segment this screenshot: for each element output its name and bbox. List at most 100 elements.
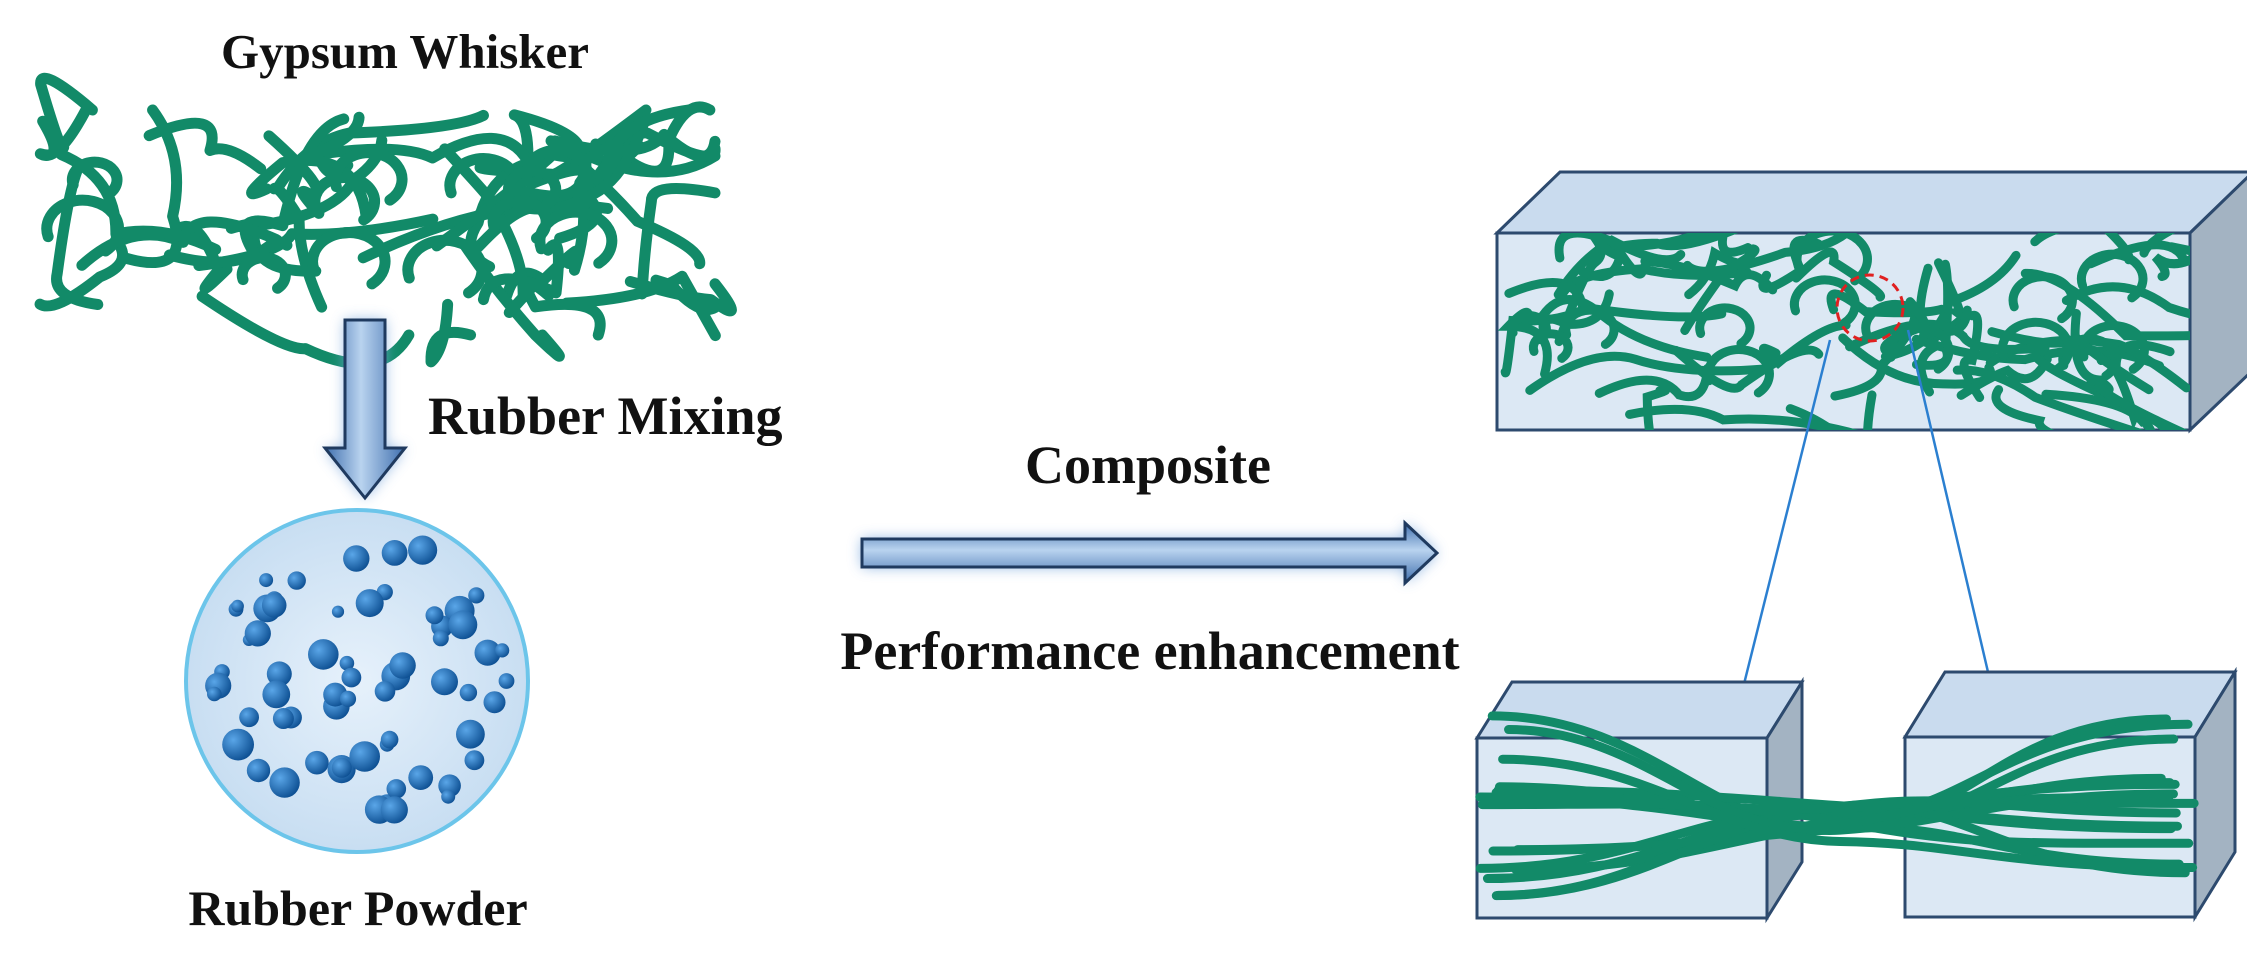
whisker-fiber [482,192,537,319]
block-loop [1792,233,1872,286]
rubber-particle [474,639,501,666]
whisker-loop [402,234,488,299]
right-arrow-icon [860,519,1440,587]
rubber-particle [464,750,485,771]
whisker-loop [307,227,391,290]
rubber-particle [459,683,478,702]
rubber-particle [266,661,292,687]
block-fiber [1682,233,1854,276]
block-loop [1703,345,1774,398]
rubber-mixing-label: Rubber Mixing [428,386,783,446]
block-loop [2076,249,2148,303]
rubber-particle [349,741,381,772]
bridge-fiber [1482,719,2193,884]
block-fiber [1635,233,1753,257]
whisker-fiber [583,104,695,180]
rubber-particle [269,767,300,798]
block-fiber [1863,390,1877,430]
whisker-loop [444,153,523,212]
rubber-particle [389,652,416,679]
rubber-particle [239,707,259,728]
block-fibers [1497,233,2190,430]
rubber-particle [246,758,271,783]
block-fiber [1594,363,1712,402]
whisker-loop [66,156,123,200]
gypsum-whisker-label: Gypsum Whisker [221,24,589,79]
block-fiber [1554,233,1648,279]
rubber-particle [262,680,291,709]
rubber-particle [386,779,407,799]
highlight-circle [1835,273,1905,343]
block-fiber [1826,289,1946,318]
block-fiber [2086,240,2190,269]
whisker-fiber [118,104,183,269]
bridge-fiber [1504,725,2175,834]
whisker-fiber [143,117,267,175]
rubber-particle [448,610,478,640]
rubber-particle [431,668,458,696]
rubber-particle [495,643,510,658]
rubber-particle [381,540,408,566]
whisker-loop [329,147,408,206]
rubber-particle [408,535,438,565]
block-fiber [1680,244,1760,335]
rubber-particle [380,796,408,824]
block-loop [2008,272,2077,324]
bridge-fiber [1498,754,2198,872]
block-fiber [1915,263,1949,397]
composite-label: Composite [1025,435,1271,495]
block-fiber [1525,351,1768,395]
whisker-fiber [425,298,477,368]
rubber-particle [272,708,294,729]
rubber-particle [305,750,329,775]
whisker-loop [41,194,124,257]
rubber-particle [355,589,384,618]
rubber-particle [343,545,370,572]
rubber-particle [380,730,399,749]
rubber-particle [207,686,222,702]
zoom-lines [1738,329,1990,701]
block-fiber [2094,382,2188,430]
rubber-particle [287,571,306,590]
whisker-fiber [34,104,92,161]
rubber-particles [205,535,515,824]
block-fiber [1956,354,2052,400]
rubber-particle [374,681,396,702]
rubber-powder-circle [184,508,530,854]
whisker-fiber [561,270,721,342]
block-loop [1789,275,1860,328]
rubber-particle [425,606,444,625]
whisker-fiber [650,274,721,315]
block-fiber [1991,385,2055,430]
block-fiber [1576,233,1626,282]
block-fiber [1959,310,1985,402]
rubber-particle [339,655,355,671]
whisker-loop [236,252,291,294]
whisker-loop [503,165,562,210]
block-fiber [1952,365,2145,430]
whisker-fiber [477,239,564,306]
composite-block [1493,170,2247,434]
block-loop [1997,317,2074,374]
block-fiber [1791,247,1886,302]
rubber-particle [483,691,506,714]
rubber-particle [222,728,255,761]
block-fiber [2041,389,2173,430]
rubber-powder-label: Rubber Powder [188,880,527,936]
rubber-particle [339,690,357,708]
rubber-particle [456,719,485,749]
rubber-particle [261,593,287,618]
rubber-particle [308,639,339,670]
whisker-fiber [196,290,415,370]
whisker-fiber [246,154,372,223]
rubber-particle [244,620,271,647]
whisker-fiber [508,109,584,181]
performance-label: Performance enhancement [840,621,1459,681]
block-loop [1861,299,1930,351]
whisker-fiber [636,183,721,300]
down-arrow-icon [321,318,409,501]
block-loop [1695,303,1755,349]
rubber-particle [468,587,485,604]
rubber-particle [259,573,274,588]
